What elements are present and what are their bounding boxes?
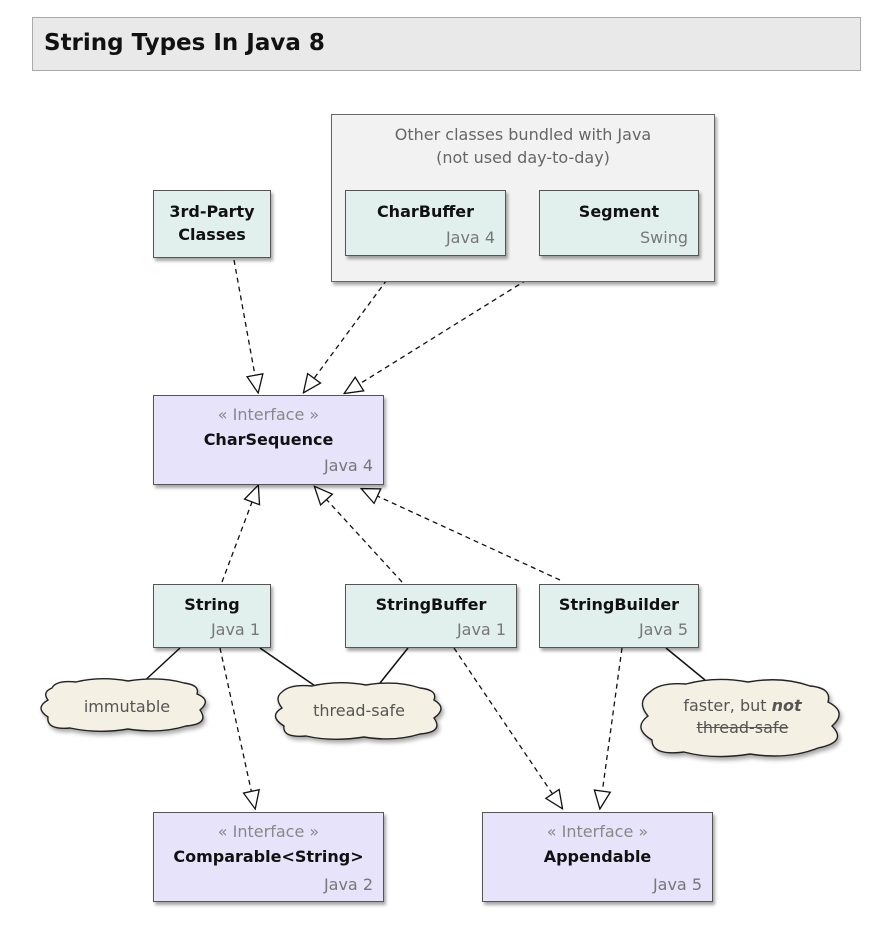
- arrow-string-to-comparable: [219, 647, 255, 808]
- interface-appendable: « Interface » Appendable Java 5: [482, 812, 713, 902]
- note-cloud-immutable: [40, 678, 206, 732]
- interface-appendable-stereotype: « Interface »: [546, 822, 649, 841]
- class-segment-version: Swing: [640, 228, 688, 247]
- arrow-stringbuilder-to-charsequence: [362, 489, 561, 581]
- note-cloud-threadsafe: [274, 682, 442, 740]
- interface-comparable-version: Java 2: [323, 875, 373, 894]
- note-immutable: immutable: [83, 697, 171, 716]
- interface-charsequence-version: Java 4: [323, 456, 373, 475]
- class-segment-name: Segment: [578, 202, 660, 221]
- arrow-stringbuilder-to-appendable: [600, 647, 623, 808]
- class-charbuffer-name: CharBuffer: [376, 202, 475, 221]
- title-bar: String Types In Java 8: [32, 17, 861, 71]
- class-stringbuffer-name: StringBuffer: [375, 595, 487, 614]
- interface-charsequence-stereotype: « Interface »: [217, 405, 320, 424]
- class-stringbuilder-name: StringBuilder: [558, 595, 680, 614]
- class-string-version: Java 1: [210, 620, 260, 639]
- note-faster-not: not: [771, 696, 802, 715]
- class-string-name: String: [184, 595, 240, 614]
- class-stringbuffer-version: Java 1: [456, 620, 506, 639]
- note-link-string-threadsafe: [259, 647, 319, 689]
- note-cloud-faster: [640, 678, 840, 758]
- interface-appendable-version: Java 5: [652, 875, 702, 894]
- page-title: String Types In Java 8: [44, 30, 325, 56]
- class-segment: Segment Swing: [539, 190, 699, 256]
- class-stringbuilder-version: Java 5: [638, 620, 688, 639]
- note-faster-line1: faster, but not: [655, 695, 830, 717]
- note-faster-not-thread-safe: faster, but not thread-safe: [655, 695, 830, 739]
- interface-charsequence-name: CharSequence: [203, 430, 334, 449]
- interface-charsequence: « Interface » CharSequence Java 4: [153, 395, 384, 485]
- note-thread-safe: thread-safe: [313, 701, 405, 720]
- class-stringbuffer: StringBuffer Java 1: [345, 584, 517, 648]
- class-string: String Java 1: [153, 584, 271, 648]
- arrow-string-to-charsequence: [221, 486, 258, 583]
- class-third-party-line1: 3rd-Party: [169, 202, 255, 221]
- interface-comparable: « Interface » Comparable<String> Java 2: [153, 812, 384, 902]
- interface-appendable-name: Appendable: [543, 847, 652, 866]
- arrow-thirdparty-to-charsequence: [233, 259, 258, 392]
- arrow-stringbuffer-to-charsequence: [315, 487, 403, 583]
- group-caption-line1: Other classes bundled with Java: [394, 125, 652, 144]
- class-third-party: 3rd-Party Classes: [153, 190, 271, 258]
- class-stringbuilder: StringBuilder Java 5: [539, 584, 699, 648]
- interface-comparable-stereotype: « Interface »: [217, 822, 320, 841]
- note-faster-strike: thread-safe: [696, 718, 789, 737]
- arrow-stringbuffer-to-appendable: [453, 647, 562, 808]
- note-link-stringbuilder-faster: [665, 647, 706, 681]
- class-charbuffer-version: Java 4: [445, 228, 495, 247]
- note-link-stringbuffer-threadsafe: [375, 647, 409, 689]
- note-faster-prefix: faster, but: [683, 696, 772, 715]
- class-charbuffer: CharBuffer Java 4: [345, 190, 506, 256]
- class-third-party-line2: Classes: [178, 225, 246, 244]
- interface-comparable-name: Comparable<String>: [173, 847, 364, 866]
- group-caption-line2: (not used day-to-day): [436, 148, 610, 167]
- arrow-segment-to-charsequence: [345, 255, 566, 393]
